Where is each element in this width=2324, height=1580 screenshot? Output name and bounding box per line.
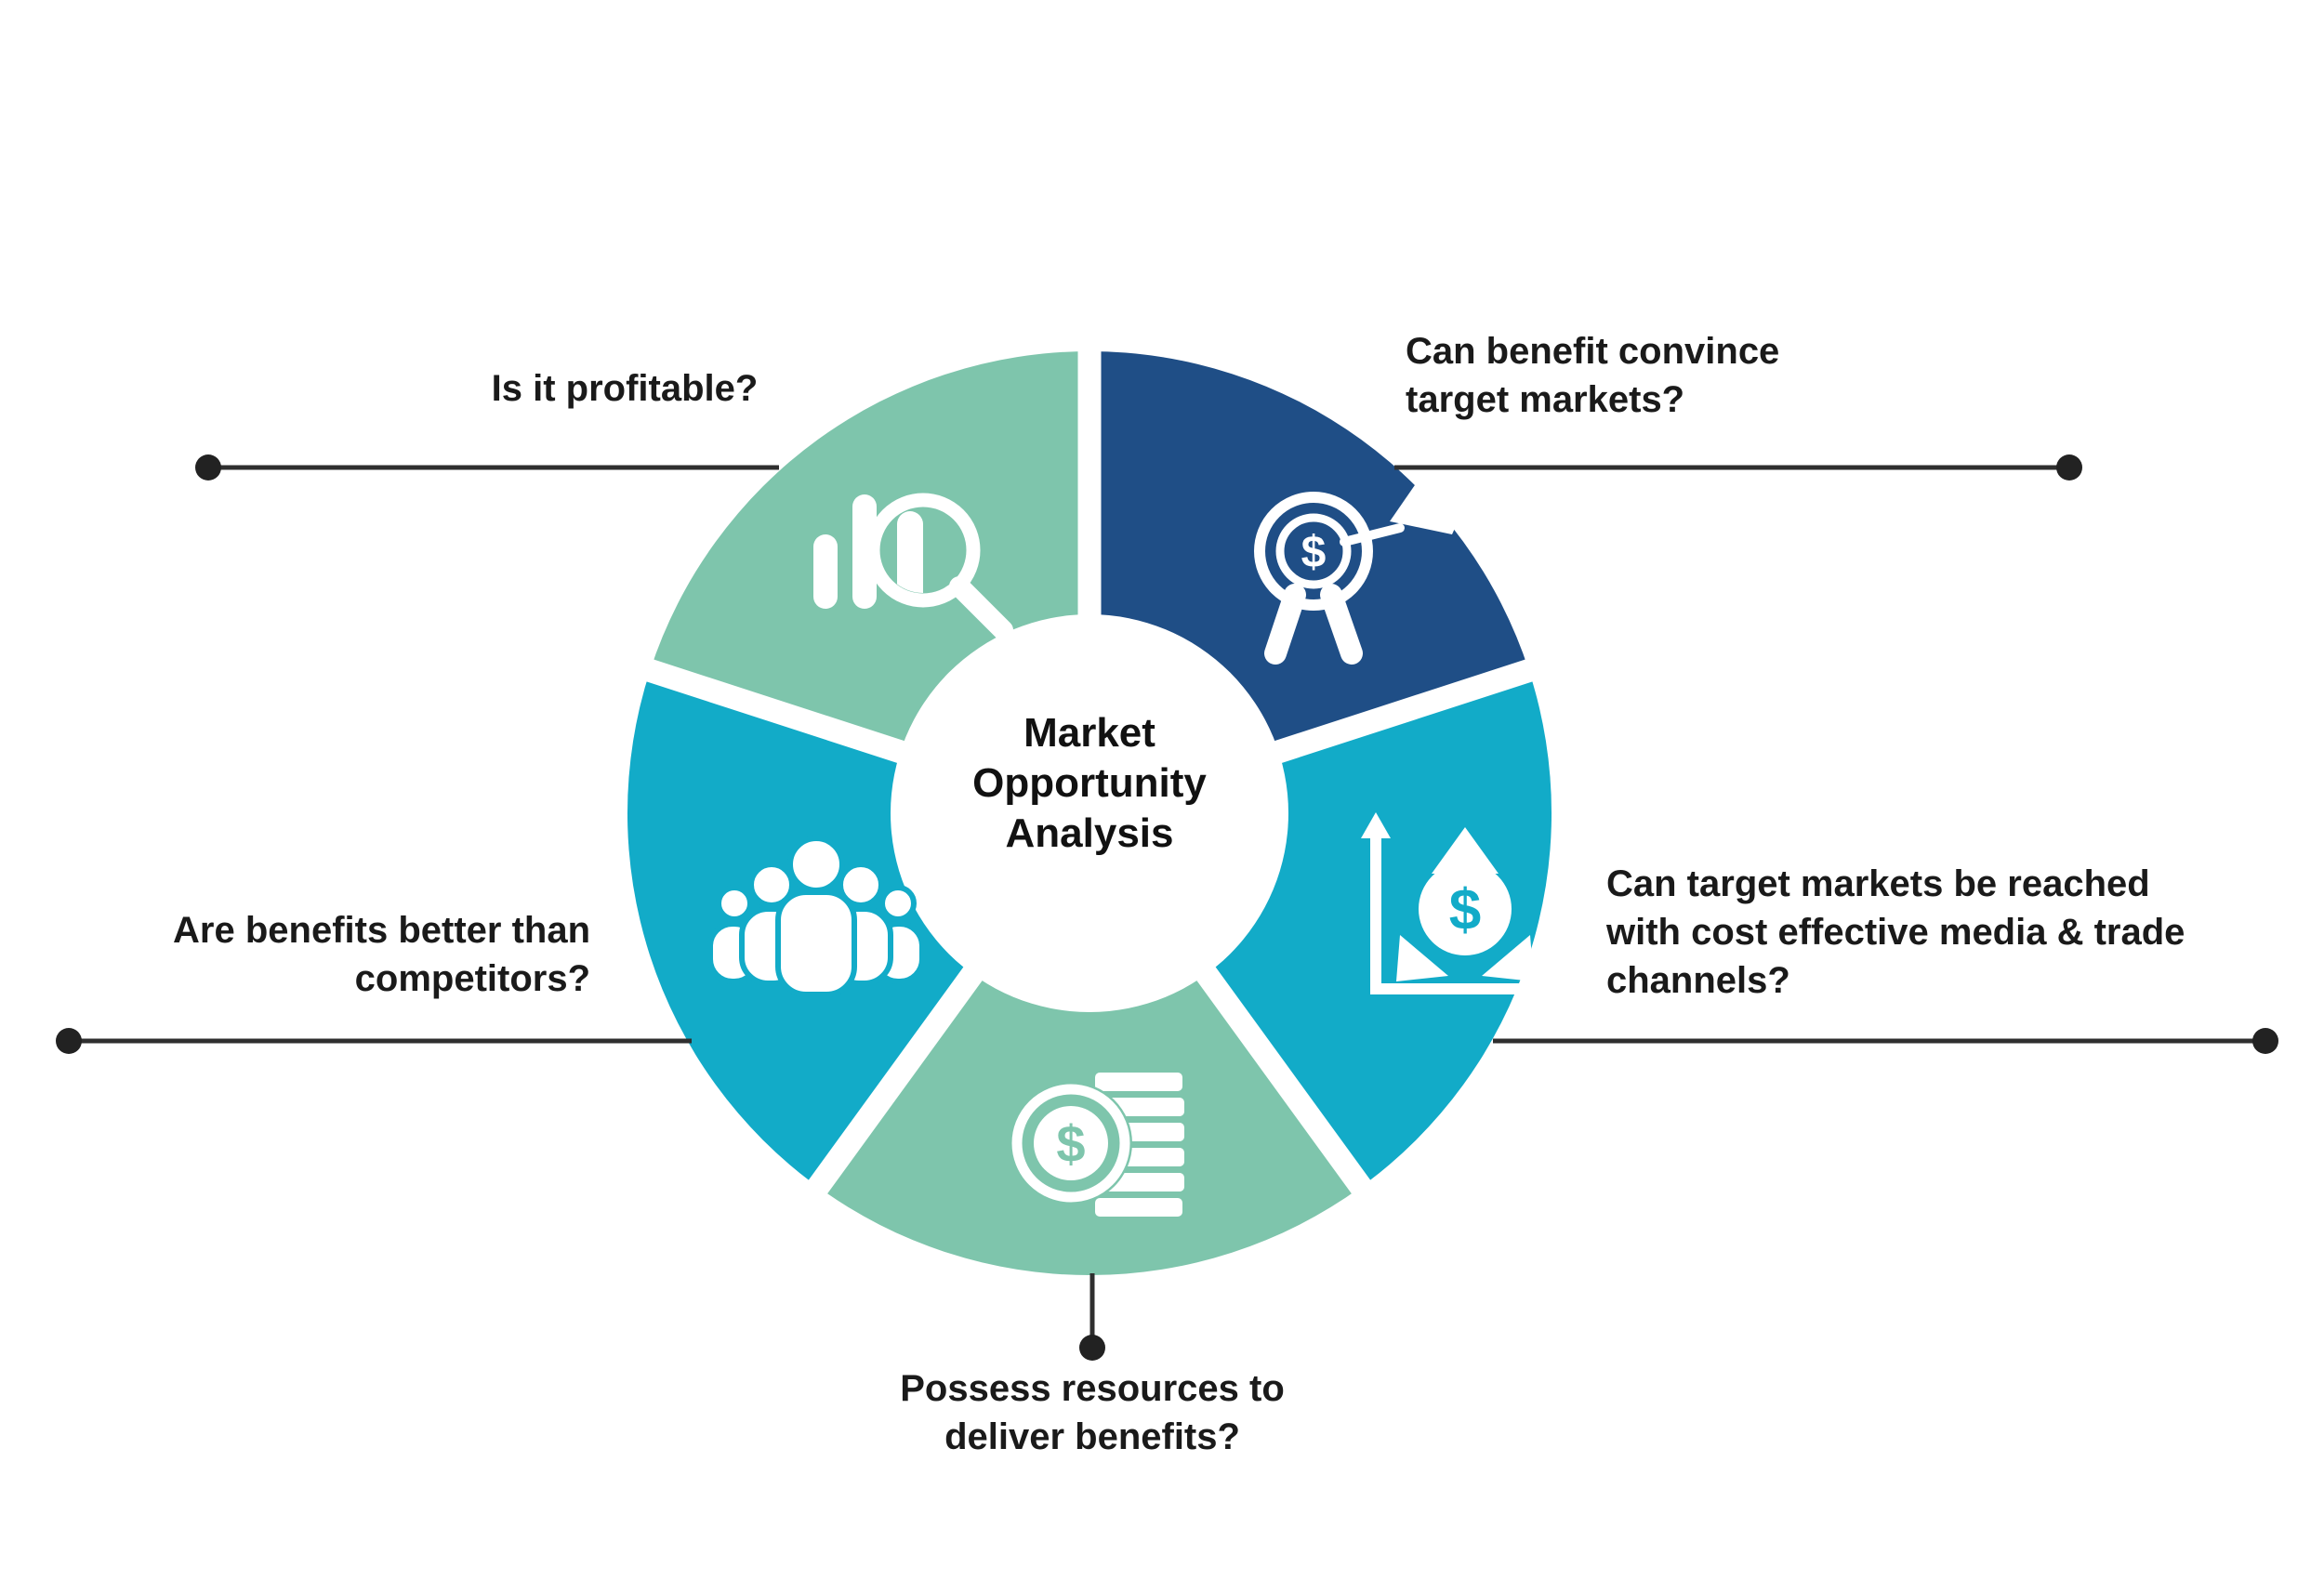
chart-bar-in-lens	[897, 511, 923, 593]
person-body	[775, 889, 857, 997]
bar-chart-magnifier-icon	[813, 493, 1013, 640]
growth-chart-dollar-icon: $	[1361, 812, 1556, 1004]
connectors	[69, 465, 2265, 1344]
x-axis-arrow	[1530, 974, 1556, 1004]
label-profitable: Is it profitable?	[491, 368, 759, 409]
target-inner-ring	[1275, 513, 1352, 589]
dot-benefit-convince	[2056, 454, 2082, 481]
coin	[1419, 862, 1512, 955]
target-dollar-glyph: $	[1301, 528, 1327, 577]
lens-handle	[949, 576, 1013, 640]
people-group-icon	[707, 836, 925, 997]
ribbon-leg-left	[1264, 584, 1306, 665]
dot-markets-reached	[2252, 1028, 2278, 1054]
person-head	[716, 885, 753, 922]
dart-flight	[1390, 482, 1471, 534]
person-head	[838, 862, 884, 908]
coin-bar	[1095, 1198, 1182, 1217]
diagram-title: Market Opportunity Analysis	[972, 710, 1207, 856]
coin-stack-dollar-icon: $	[1010, 1073, 1184, 1217]
person-head	[787, 836, 845, 893]
person-head	[748, 862, 795, 908]
triangle-down-right	[1482, 935, 1534, 981]
stack-dollar-glyph: $	[1056, 1114, 1085, 1173]
label-benefit-convince: Can benefit convince target markets?	[1406, 331, 1780, 420]
ribbon-leg-right	[1320, 584, 1363, 665]
coin-face	[1034, 1106, 1108, 1180]
coin-dollar-glyph: $	[1449, 878, 1481, 942]
label-possess-resources: Possess resources to deliver benefits?	[900, 1368, 1285, 1457]
person-head	[879, 885, 917, 922]
label-benefits-better: Are benefits better than competitors?	[173, 910, 590, 999]
coin-ring	[1011, 1084, 1130, 1203]
chart-bar-short	[813, 534, 838, 609]
dot-possess-resources	[1079, 1335, 1105, 1361]
target-outer-ring	[1254, 492, 1373, 611]
segment-possess-resources	[817, 813, 1362, 1275]
dart-shaft	[1340, 523, 1405, 546]
chart-bar-tall	[852, 494, 877, 609]
y-axis-arrow	[1361, 812, 1391, 838]
target-dollar-dart-icon: $	[1254, 482, 1471, 665]
connector-dots	[56, 454, 2278, 1361]
dot-benefits-better	[56, 1028, 82, 1054]
center-circle	[891, 614, 1288, 1012]
coin-bar	[1095, 1073, 1182, 1091]
triangle-down-left	[1396, 935, 1448, 981]
triangle-up	[1432, 827, 1499, 874]
dot-profitable	[195, 454, 221, 481]
label-markets-reached: Can target markets be reached with cost …	[1606, 863, 2185, 1001]
lens-ring	[865, 493, 981, 608]
